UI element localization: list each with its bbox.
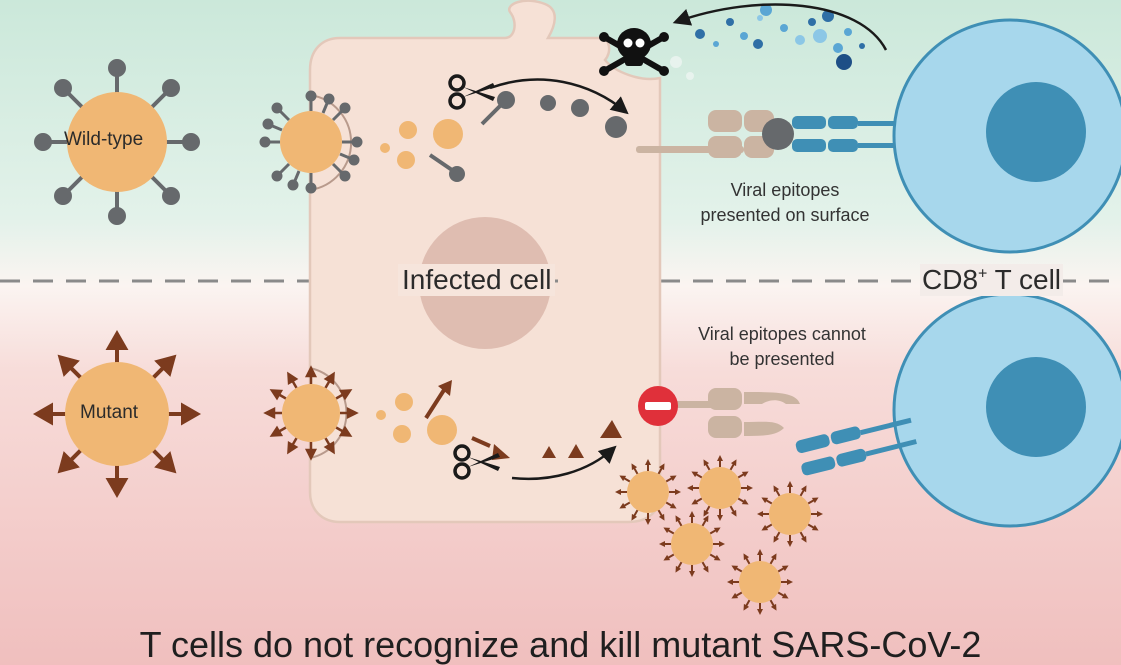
released-mutant-virus	[687, 455, 753, 521]
released-mutant-virus	[615, 459, 681, 525]
epitopes-not-presented-label: Viral epitopes cannot be presented	[672, 322, 892, 372]
mhc-tcr-complex-blocked	[660, 388, 917, 476]
released-mutant-viruses	[615, 455, 823, 615]
mutant-label: Mutant	[80, 402, 139, 423]
epitopes-presented-line1: Viral epitopes	[730, 180, 840, 200]
entering-mutant-virus	[263, 365, 359, 461]
no-entry-icon	[638, 386, 678, 426]
cd8-t-cell-bottom	[892, 292, 1121, 528]
epitopes-not-presented-line2: be presented	[729, 349, 835, 369]
entering-wild-virus	[259, 90, 363, 194]
granule-dots	[670, 3, 888, 80]
epitopes-presented-line2: presented on surface	[700, 205, 870, 225]
mhc-tcr-complex-presented	[636, 110, 908, 158]
epitopes-not-presented-line1: Viral epitopes cannot	[698, 324, 866, 344]
infected-cell-label: Infected cell	[398, 264, 556, 296]
t-cell-text: T cell	[987, 264, 1062, 295]
cd8-superscript: +	[978, 265, 988, 283]
epitopes-presented-label: Viral epitopes presented on surface	[680, 178, 890, 228]
caption: T cells do not recognize and kill mutant…	[139, 624, 982, 665]
cd8-text: CD8	[922, 264, 979, 295]
released-mutant-virus	[727, 549, 793, 615]
cd8-t-cell-label: CD8+ T cell	[920, 264, 1064, 296]
released-mutant-virus	[757, 481, 823, 547]
cd8-t-cell-top	[892, 18, 1121, 254]
wild-type-label: Wild-type	[64, 129, 144, 150]
skull-crossbones-icon	[599, 28, 669, 76]
wild-type-virus	[34, 59, 200, 225]
released-mutant-virus	[659, 511, 725, 577]
mutant-virus	[32, 329, 202, 499]
wild-processing	[380, 78, 629, 182]
